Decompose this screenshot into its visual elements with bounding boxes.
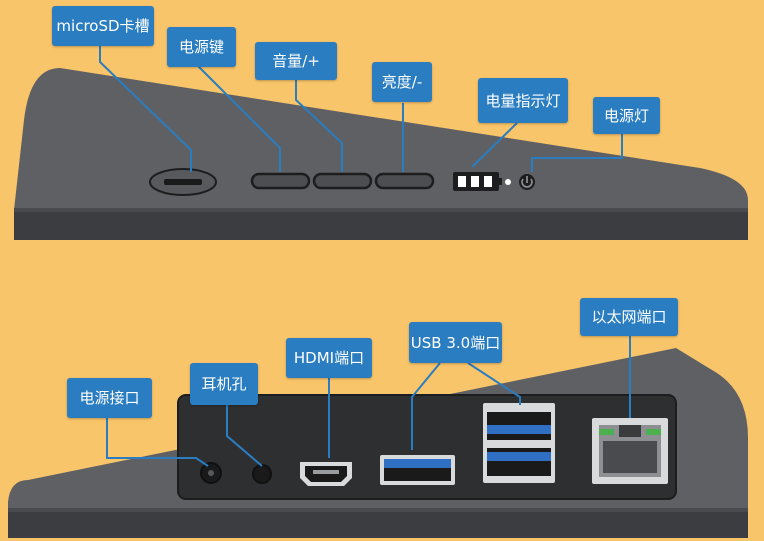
callout-microsd: microSD 卡槽 [52,6,154,46]
battery-indicator [453,172,502,191]
callout-volume-up: 音量/+ [255,42,337,80]
callout-power-key: 电源键 [167,27,236,67]
callout-hdmi-port: HDMI端口 [286,338,372,378]
headphone-jack [252,464,272,484]
power-key [250,172,311,190]
callout-battery-indicator: 电量指示灯 [478,78,568,123]
usb-port-double [483,403,555,483]
top-leader-lines [99,46,623,172]
device-top-view [14,46,748,240]
side-leader-lines [106,336,631,467]
callout-headphone-jack: 耳机孔 [190,363,258,405]
power-port [200,462,222,484]
callout-usb-port: USB 3.0端口 [409,322,502,363]
device-side-view [8,336,748,538]
brightness-down-key [374,172,435,190]
callout-ethernet-port: 以太网端口 [580,298,678,336]
ethernet-port [592,418,668,484]
callout-brightness-down: 亮度/- [372,62,432,102]
usb-port-single [380,455,455,485]
callout-power-port: 电源接口 [67,378,152,418]
volume-up-key [312,172,373,190]
hdmi-port [300,462,352,486]
callout-power-light: 电源灯 [593,97,660,134]
power-icon [519,174,535,190]
